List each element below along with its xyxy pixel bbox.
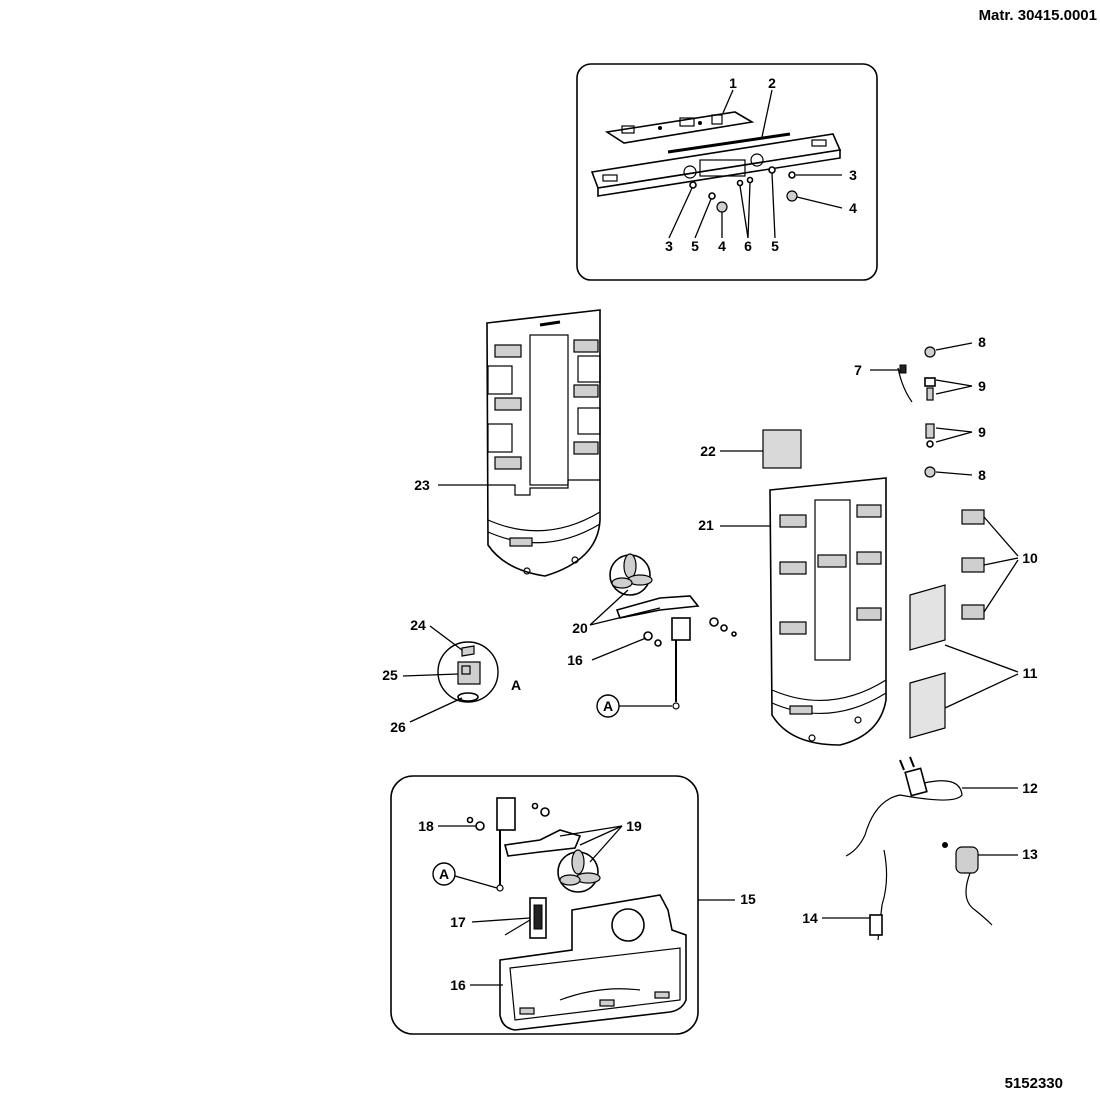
callout-12: 12 <box>1022 780 1038 796</box>
callout-5-left: 5 <box>691 238 699 254</box>
callout-1: 1 <box>729 75 737 91</box>
inner-liner-23 <box>486 309 601 577</box>
knob-4a <box>716 201 728 213</box>
callout-25: 25 <box>382 667 398 683</box>
bulb-8b <box>924 466 936 478</box>
control-panel-detail: 1 2 3 4 3 5 4 6 5 <box>576 63 878 281</box>
callout-16-duct: 16 <box>450 977 466 993</box>
fan-assembly-20 <box>609 553 737 710</box>
callout-9-top: 9 <box>978 378 986 394</box>
board-gasket <box>667 132 791 154</box>
power-cord-12 <box>845 756 963 857</box>
callout-17: 17 <box>450 914 466 930</box>
callout-11: 11 <box>1023 665 1038 681</box>
callout-5-right: 5 <box>771 238 779 254</box>
inner-liner-21 <box>769 477 887 746</box>
callout-8-top: 8 <box>978 334 986 350</box>
freezer-fan-detail-15 <box>390 775 699 1035</box>
led-6a <box>736 179 744 187</box>
covers-11 <box>909 584 946 739</box>
led-6b <box>746 176 754 184</box>
callout-26: 26 <box>390 719 406 735</box>
lamp-assembly <box>897 346 936 478</box>
callout-6-bottom: 6 <box>744 238 752 254</box>
callout-7: 7 <box>854 362 862 378</box>
relay-13 <box>942 842 993 926</box>
callout-23: 23 <box>414 477 430 493</box>
screw-3a <box>689 181 697 189</box>
washer-5a <box>708 192 716 200</box>
knob-4b <box>786 190 798 202</box>
ref-a-lower: A <box>439 866 449 882</box>
ref-a-upper: A <box>603 698 613 714</box>
control-detail-frame <box>576 63 878 281</box>
ref-a-circle-lower <box>432 862 456 886</box>
shelf-supports-10 <box>961 509 985 620</box>
callout-18: 18 <box>418 818 434 834</box>
callout-16-fan: 16 <box>567 652 583 668</box>
detail-a <box>437 641 499 703</box>
callout-3-left: 3 <box>665 238 673 254</box>
callout-3-right: 3 <box>849 167 857 183</box>
callout-10: 10 <box>1022 550 1038 566</box>
rating-plate-22 <box>762 429 802 469</box>
drawing-number: 5152330 <box>1005 1075 1063 1092</box>
electronic-board <box>604 111 755 144</box>
control-panel-bar <box>590 133 842 197</box>
callout-15: 15 <box>740 891 756 907</box>
callout-20: 20 <box>572 620 588 636</box>
screw-3b <box>788 171 796 179</box>
callout-21: 21 <box>698 517 714 533</box>
holder-9a <box>924 377 936 387</box>
callout-14: 14 <box>802 910 818 926</box>
callout-4-left: 4 <box>718 238 726 254</box>
callout-2: 2 <box>768 75 776 91</box>
callout-4-right: 4 <box>849 200 857 216</box>
thermostat-14 <box>869 849 888 941</box>
callout-8-bottom: 8 <box>978 467 986 483</box>
callout-24: 24 <box>410 617 426 633</box>
material-number: Matr. 30415.0001 <box>979 7 1097 24</box>
callout-13: 13 <box>1022 846 1038 862</box>
callout-19: 19 <box>626 818 642 834</box>
bottom-detail-frame <box>390 775 699 1035</box>
holder-9b <box>925 423 935 439</box>
washer-5b <box>768 166 776 174</box>
detail-a-label: A <box>511 677 521 693</box>
bulb-8a <box>924 346 936 358</box>
callout-22: 22 <box>700 443 716 459</box>
callout-9-bottom: 9 <box>978 424 986 440</box>
